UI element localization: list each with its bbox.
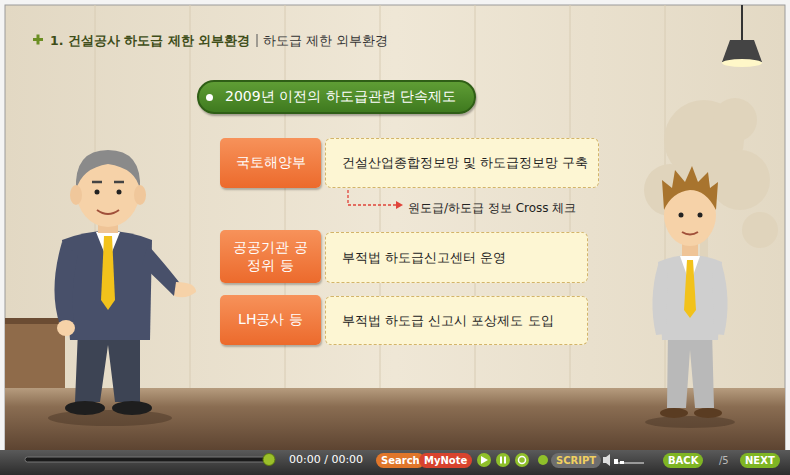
back-button: BACK (663, 453, 703, 468)
agency-box: 공공기관 공정위 등 (220, 230, 321, 283)
left-character (48, 150, 196, 426)
agency-box: LH공사 등 (220, 295, 321, 345)
node-text: LH공사 등 (229, 311, 313, 329)
progress-knob (263, 454, 275, 466)
next-button: NEXT (740, 453, 780, 468)
header-separator (257, 34, 258, 47)
time-display: 00:00 / 00:00 (289, 453, 363, 466)
header-cross (33, 35, 43, 45)
header-title: 1. 건설공사 하도급 제한 외부환경 (50, 33, 250, 50)
player-buttons (477, 453, 644, 467)
wood-planks (95, 5, 665, 390)
node-text: 부적법 하도급 신고시 포상제도 도입 (342, 312, 554, 330)
header-subtitle: 하도급 제한 외부환경 (263, 33, 388, 50)
search-button: Search (376, 453, 425, 468)
ceiling-lamp (722, 5, 762, 67)
node-text: 공공기관 공정위 등 (229, 239, 313, 274)
progress-track (25, 457, 265, 462)
measure-box: 부적법 하도급 신고시 포상제도 도입 (325, 296, 588, 345)
script-button: SCRIPT (551, 453, 601, 468)
right-character (645, 166, 735, 428)
page-counter: /5 (719, 455, 729, 466)
node-text: 국토해양부 (229, 154, 313, 172)
node-text: 건설산업종합정보망 및 하도급정보망 구축 (342, 154, 588, 172)
agency-box: 국토해양부 (220, 138, 321, 188)
shelf (5, 320, 65, 390)
title-dot (206, 94, 213, 101)
measure-box: 건설산업종합정보망 및 하도급정보망 구축 (325, 138, 599, 188)
arrow-note: 원도급/하도급 정보 Cross 체크 (408, 200, 576, 217)
control-bar (0, 450, 790, 475)
dashed-arrow (348, 190, 403, 209)
title-pill: 2009년 이전의 하도급관련 단속제도 (197, 80, 476, 114)
node-text: 부적법 하도급신고센터 운영 (342, 249, 506, 267)
mynote-button: MyNote (419, 453, 472, 468)
measure-box: 부적법 하도급신고센터 운영 (325, 232, 588, 283)
title-text: 2009년 이전의 하도급관련 단속제도 (225, 88, 456, 106)
